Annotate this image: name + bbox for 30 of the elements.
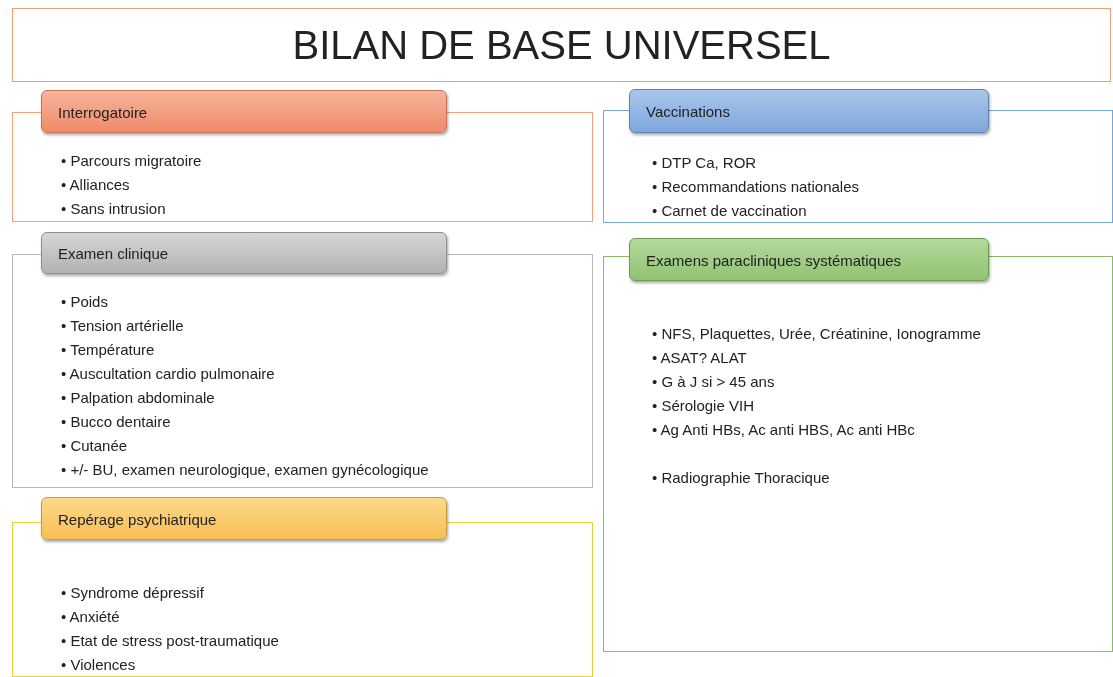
- list-item: • +/- BU, examen neurologique, examen gynécologique: [61, 460, 429, 480]
- list-item: • G à J si > 45 ans: [652, 372, 776, 392]
- list-item: • Alliances: [61, 175, 131, 195]
- section-header: Repérage psychiatrique: [41, 497, 447, 540]
- list-item: • Poids: [61, 292, 109, 312]
- list-item: • Température: [61, 340, 156, 360]
- list-item: • Ag Anti HBs, Ac anti HBS, Ac anti HBc: [652, 420, 916, 440]
- list-item: • Palpation abdominale: [61, 388, 216, 408]
- section-header: Examens paracliniques systématiques: [629, 238, 989, 281]
- list-item: • Anxiété: [61, 607, 121, 627]
- title-banner: BILAN DE BASE UNIVERSEL: [12, 8, 1111, 82]
- list-item: • NFS, Plaquettes, Urée, Créatinine, Ionogramme: [652, 324, 981, 344]
- list-item: • Cutanée: [61, 436, 129, 456]
- list-item: • DTP Ca, ROR: [652, 153, 758, 173]
- section-header: Examen clinique: [41, 232, 447, 274]
- list-item: • Tension artérielle: [61, 316, 185, 336]
- list-item: • Carnet de vaccination: [652, 201, 808, 221]
- list-item: • Sérologie VIH: [652, 396, 755, 416]
- list-item: • Recommandations nationales: [652, 177, 860, 197]
- list-item: • Sans intrusion: [61, 199, 167, 219]
- section-header: Interrogatoire: [41, 90, 447, 133]
- section-header: Vaccinations: [629, 89, 989, 133]
- list-item: • Syndrome dépressif: [61, 583, 205, 603]
- list-item: • Radiographie Thoracique: [652, 468, 831, 488]
- list-item: • ASAT? ALAT: [652, 348, 748, 368]
- list-item: • Auscultation cardio pulmonaire: [61, 364, 276, 384]
- list-item: • Parcours migratoire: [61, 151, 202, 171]
- list-item: • Violences: [61, 655, 137, 675]
- list-item: • Etat de stress post-traumatique: [61, 631, 279, 651]
- list-item: • Bucco dentaire: [61, 412, 172, 432]
